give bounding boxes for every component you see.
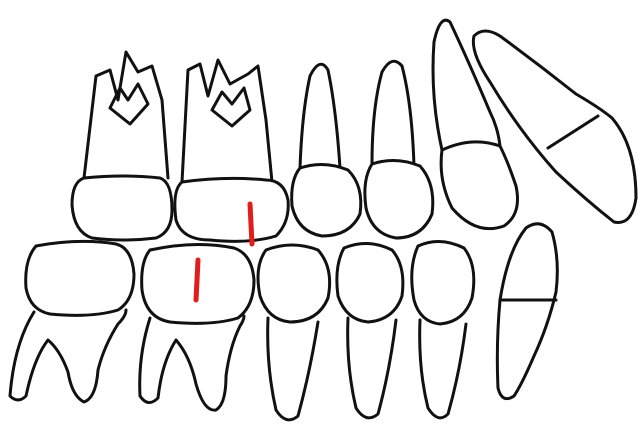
upper-first-molar xyxy=(72,52,172,240)
lower-second-molar xyxy=(10,241,134,402)
upper-reference-line xyxy=(250,204,252,244)
upper-first-premolar xyxy=(292,64,361,236)
upper-canine xyxy=(365,61,433,238)
upper-arch xyxy=(72,20,636,241)
lower-second-premolar xyxy=(258,245,330,420)
lower-arch xyxy=(10,224,557,420)
upper-second-premolar xyxy=(175,60,288,241)
lower-incisor xyxy=(497,224,557,399)
lower-first-premolar xyxy=(337,243,403,417)
lower-reference-line xyxy=(196,260,198,300)
lower-canine xyxy=(412,241,474,417)
